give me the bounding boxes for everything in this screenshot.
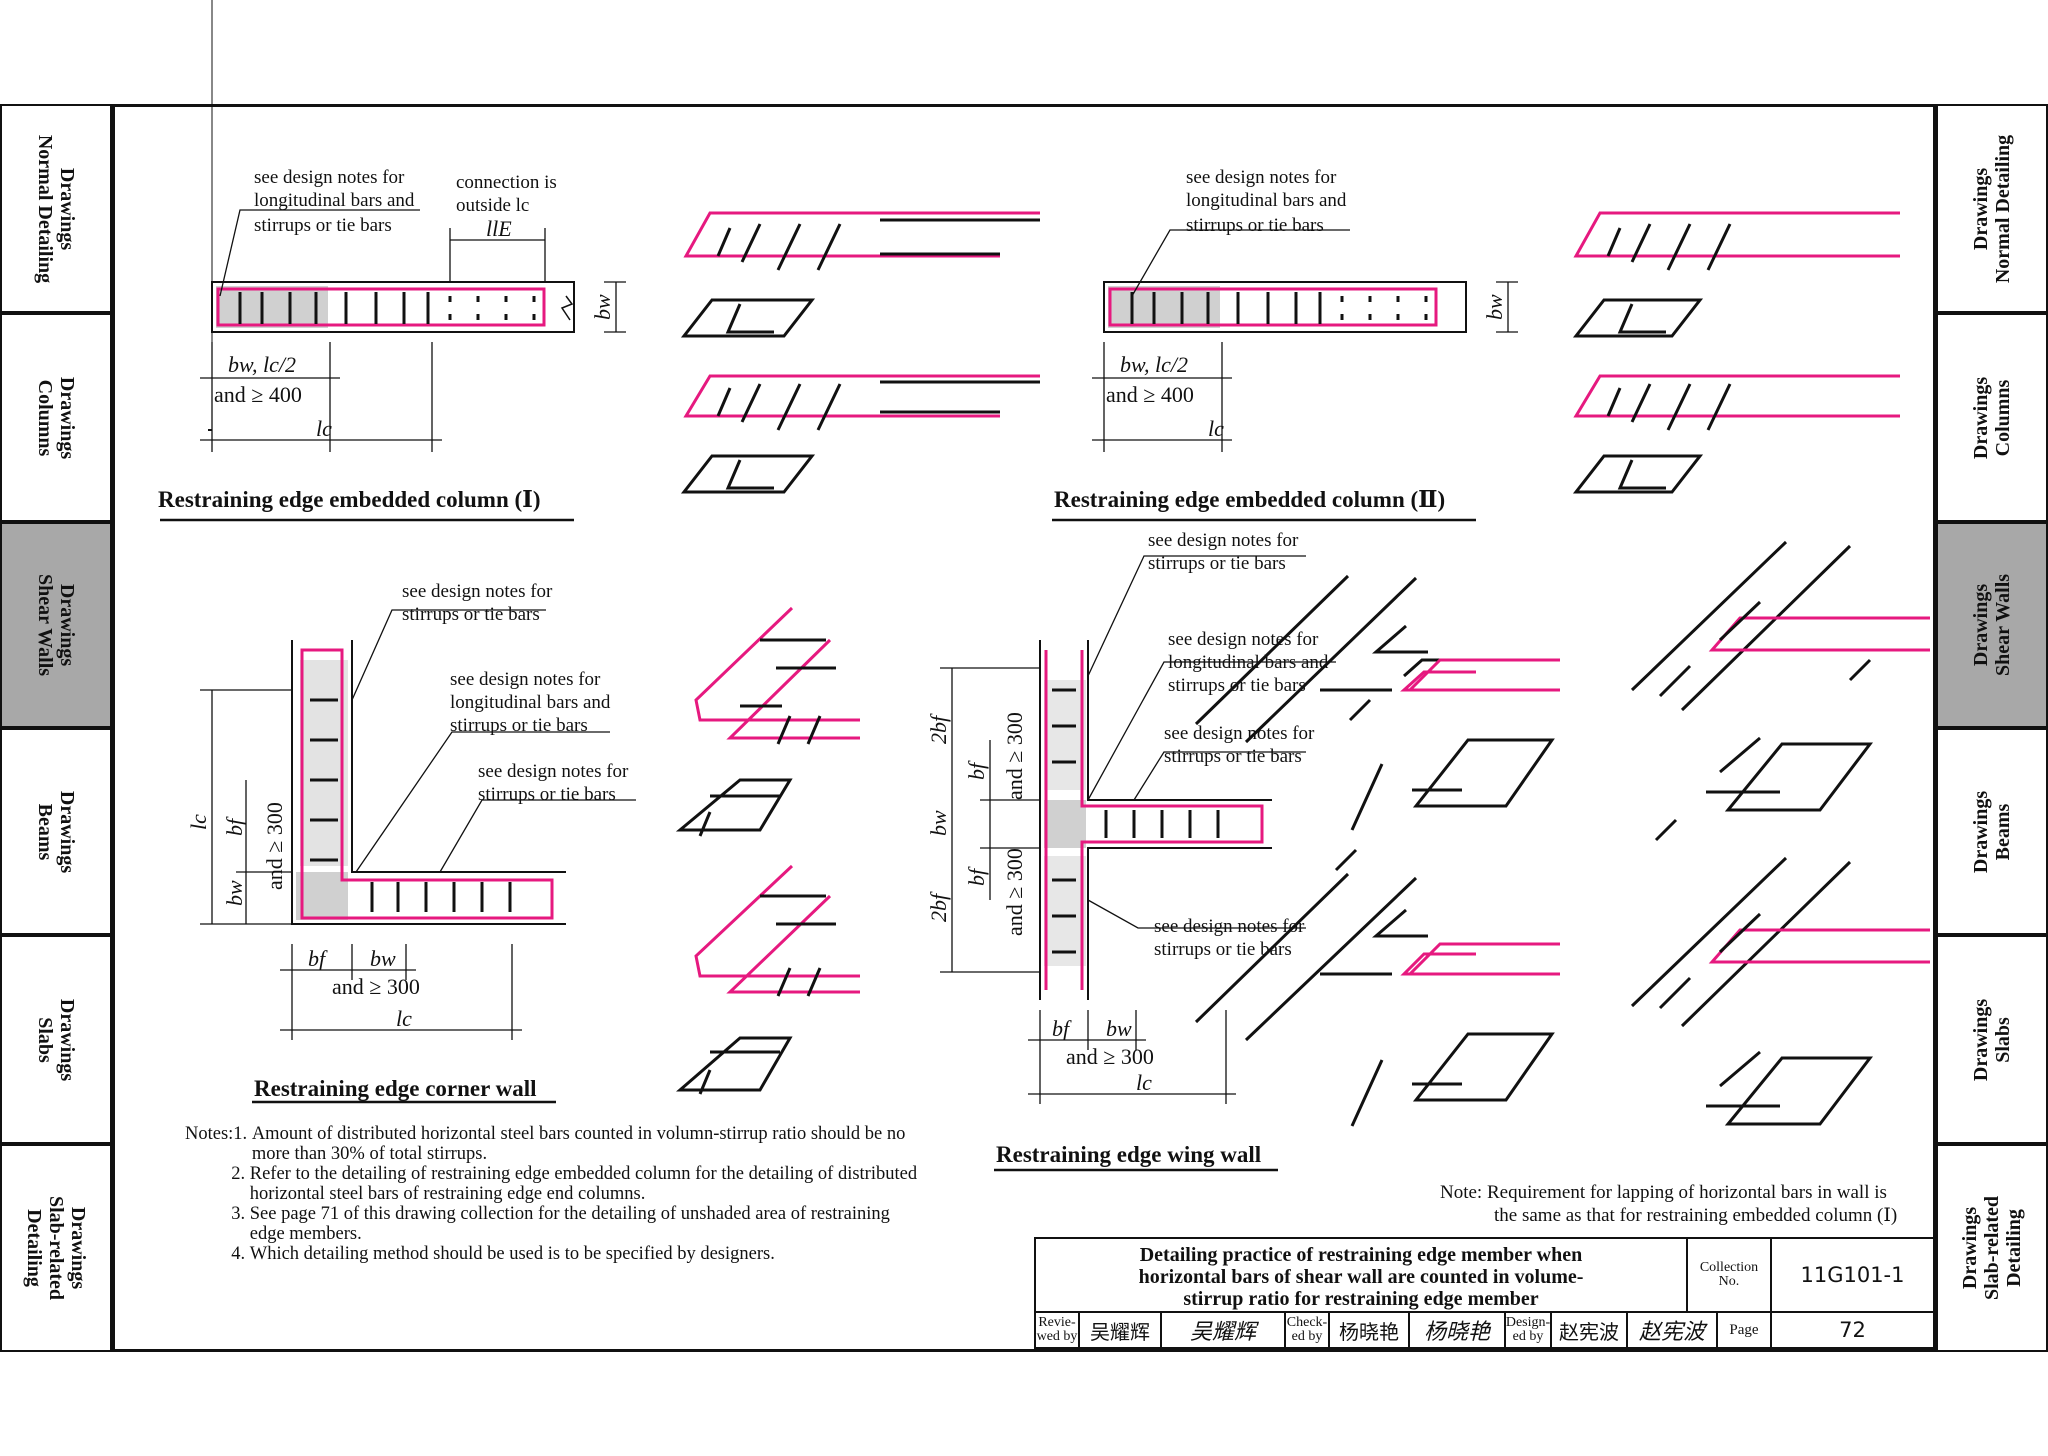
lap-note-line2: the same as that for restraining embedde…: [1494, 1205, 1897, 1226]
corner-dim-bw-h: bw: [370, 946, 396, 971]
col2-dim-and400: and ≥ 400: [1106, 382, 1194, 407]
corner-dim-bf-h: bf: [308, 946, 328, 971]
col1-connection-line2: outside lc: [456, 195, 529, 216]
corner-caption: Restraining edge corner wall: [254, 1076, 537, 1101]
drawing-frame: [112, 104, 1936, 1352]
col1-dim-lc: lc: [316, 416, 332, 441]
wing-wall-section: [940, 555, 1336, 1172]
wing-callout4-line1: see design notes for: [1154, 916, 1305, 937]
corner-dim-lc-v: lc: [186, 814, 211, 830]
wing-dim-2bf-top: 2bf: [926, 713, 951, 744]
col2-dim-lc: lc: [1208, 416, 1224, 441]
designer-name: 赵宪波: [1552, 1313, 1628, 1349]
reviewed-label: Revie-wed by: [1036, 1313, 1080, 1349]
wing-dim-and300-h: and ≥ 300: [1066, 1044, 1154, 1069]
col1-callout-line1: see design notes for: [254, 167, 405, 188]
note-3: 3. See page 71 of this drawing collectio…: [185, 1204, 890, 1244]
checker-signature: 杨晓艳: [1410, 1313, 1506, 1349]
col1-dim-bw-lc2: bw, lc/2: [228, 352, 296, 377]
corner-callout2-line1: see design notes for: [450, 669, 601, 690]
corner-callout2-line2: longitudinal bars and: [450, 692, 611, 713]
corner-dim-and300-v: and ≥ 300: [262, 802, 287, 890]
wing-callout2-line2: longitudinal bars and: [1168, 652, 1329, 673]
title-block-title: Detailing practice of restraining edge m…: [1036, 1239, 1688, 1313]
col1-callout-line2: longitudinal bars and: [254, 190, 415, 211]
lap-note-line1: Note: Requirement for lapping of horizon…: [1440, 1182, 1887, 1203]
wing-callout3-line1: see design notes for: [1164, 723, 1315, 744]
page-number: 72: [1772, 1313, 1933, 1349]
col1-connection-line1: connection is: [456, 172, 557, 193]
checker-name: 杨晓艳: [1330, 1313, 1410, 1349]
reviewer-signature: 吴耀辉: [1162, 1313, 1286, 1349]
wing-callout2-line1: see design notes for: [1168, 629, 1319, 650]
note-4: 4. Which detailing method should be used…: [185, 1244, 775, 1264]
designed-label: Design-ed by: [1506, 1313, 1552, 1349]
wing-dim-and300-top: and ≥ 300: [1002, 712, 1027, 800]
col2-callout-line2: longitudinal bars and: [1186, 190, 1347, 211]
col2-caption: Restraining edge embedded column (Ⅱ): [1054, 487, 1445, 512]
wing-callout3-line2: stirrups or tie bars: [1164, 746, 1302, 767]
embedded-column-2-section: [1052, 229, 1518, 522]
col2-dim-bw: bw: [1482, 294, 1507, 320]
wing-dim-bf-bottom: bf: [964, 866, 989, 886]
page-label: Page: [1718, 1313, 1772, 1349]
col1-dim-bw: bw: [590, 294, 615, 320]
corner-callout3-line2: stirrups or tie bars: [478, 784, 616, 805]
wing-perspective-rebar: [1194, 540, 1930, 1127]
embedded-column-1-section: [160, 0, 626, 522]
col2-dim-bw-lc2: bw, lc/2: [1120, 352, 1188, 377]
col1-caption: Restraining edge embedded column (Ⅰ): [158, 487, 541, 512]
col1-callout-line3: stirrups or tie bars: [254, 215, 392, 236]
wing-dim-bf-top: bf: [964, 760, 989, 780]
corner-callout2-line3: stirrups or tie bars: [450, 715, 588, 736]
designer-signature: 赵宪波: [1628, 1313, 1718, 1349]
wing-callout1-line1: see design notes for: [1148, 530, 1299, 551]
col2-callout-line3: stirrups or tie bars: [1186, 215, 1324, 236]
col2-callout-line1: see design notes for: [1186, 167, 1337, 188]
corner-dim-bw-v: bw: [222, 880, 247, 906]
wing-dim-bw-h: bw: [1106, 1016, 1132, 1041]
notes-block: Notes:1. Amount of distributed horizonta…: [185, 1124, 920, 1264]
wing-dim-2bf-bottom: 2bf: [926, 891, 951, 922]
corner-wall-section: [200, 609, 636, 1104]
col1-dim-and400: and ≥ 400: [214, 382, 302, 407]
note-2: 2. Refer to the detailing of restraining…: [185, 1164, 918, 1204]
title-block: Detailing practice of restraining edge m…: [1034, 1237, 1935, 1351]
col2-perspective-rebar: [1572, 211, 1900, 494]
checked-label: Check-ed by: [1286, 1313, 1330, 1349]
wing-dim-lc-h: lc: [1136, 1070, 1152, 1095]
col1-perspective-rebar: [680, 211, 1040, 494]
corner-dim-lc-h: lc: [396, 1006, 412, 1031]
note-1: Notes:1. Amount of distributed horizonta…: [185, 1124, 906, 1164]
corner-perspective-rebar: [675, 606, 860, 1095]
wing-dim-bf-h: bf: [1052, 1016, 1072, 1041]
wing-caption: Restraining edge wing wall: [996, 1142, 1261, 1167]
wing-callout1-line2: stirrups or tie bars: [1148, 553, 1286, 574]
corner-dim-and300-h: and ≥ 300: [332, 974, 420, 999]
corner-callout1-line2: stirrups or tie bars: [402, 604, 540, 625]
wing-dim-bw: bw: [926, 810, 951, 836]
wing-dim-and300-bottom: and ≥ 300: [1002, 848, 1027, 936]
corner-dim-bf-v: bf: [222, 816, 247, 836]
col1-dim-lle: llE: [486, 216, 512, 241]
reviewer-name: 吴耀辉: [1080, 1313, 1162, 1349]
wing-callout4-line2: stirrups or tie bars: [1154, 939, 1292, 960]
collection-number: 11G101-1: [1772, 1239, 1933, 1313]
corner-callout1-line1: see design notes for: [402, 581, 553, 602]
corner-callout3-line1: see design notes for: [478, 761, 629, 782]
